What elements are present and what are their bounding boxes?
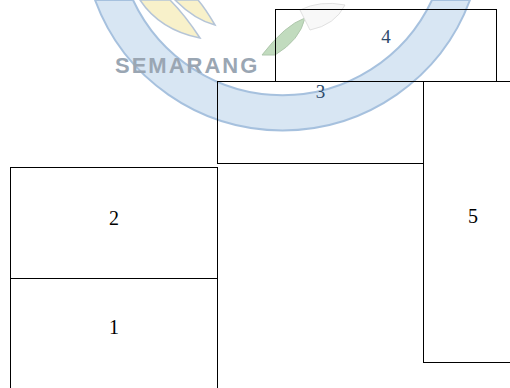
logo-leaf bbox=[175, 0, 215, 25]
room-number: 4 bbox=[381, 27, 391, 46]
logo-cloud bbox=[300, 3, 345, 30]
room-box: 4 bbox=[275, 9, 497, 82]
logo-emblem bbox=[95, 0, 470, 130]
room-number: 1 bbox=[109, 317, 119, 337]
room-box: 3 bbox=[217, 81, 424, 164]
room-box: 5 bbox=[423, 81, 510, 363]
room-number: 2 bbox=[109, 208, 119, 228]
room-number: 5 bbox=[468, 206, 478, 226]
logo-ring bbox=[95, 0, 470, 130]
room-number: 3 bbox=[316, 82, 326, 101]
watermark-text: SEMARANG bbox=[115, 55, 259, 77]
logo-leaf bbox=[262, 18, 305, 55]
room-box: 2 bbox=[10, 167, 218, 279]
room-box: 1 bbox=[10, 278, 218, 388]
